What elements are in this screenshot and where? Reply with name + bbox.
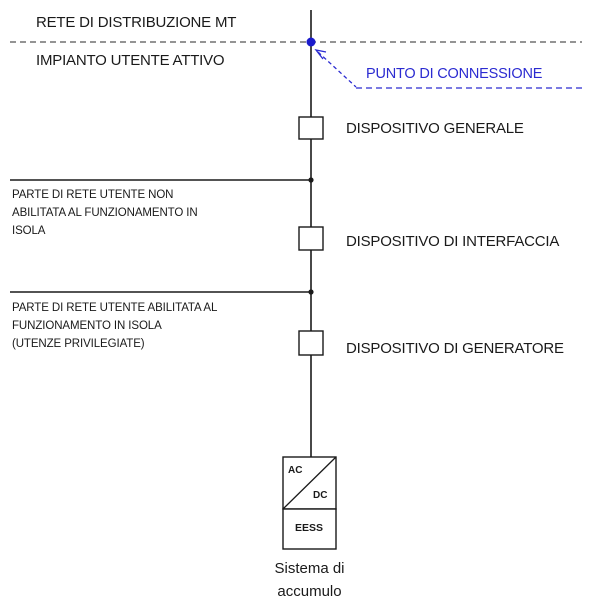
branch-junction-island <box>308 289 314 295</box>
branch-junction-non-island <box>308 177 314 183</box>
connection-arrow-head <box>314 49 327 60</box>
non-island-branch-line: ABILITATA AL FUNZIONAMENTO IN <box>12 207 198 219</box>
generator-device-box <box>298 330 324 356</box>
mt-network-label: RETE DI DISTRIBUZIONE MT <box>36 14 237 31</box>
storage-caption: Sistema di accumulo <box>251 557 368 603</box>
connection-point-label: PUNTO DI CONNESSIONE <box>366 66 543 82</box>
non-island-branch-line: ISOLA <box>12 225 46 237</box>
general-device-label: DISPOSITIVO GENERALE <box>346 120 524 137</box>
user-plant-label: IMPIANTO UTENTE ATTIVO <box>36 52 225 69</box>
island-branch-line: FUNZIONAMENTO IN ISOLA <box>12 320 162 332</box>
converter-dc-label: DC <box>313 490 328 501</box>
non-island-branch-line: PARTE DI RETE UTENTE NON <box>12 189 174 201</box>
converter-diagonal <box>282 456 337 510</box>
connection-point-dot <box>306 37 316 47</box>
eess-label: EESS <box>295 522 324 534</box>
non-island-branch-label: PARTE DI RETE UTENTE NON ABILITATA AL FU… <box>12 186 198 240</box>
connection-pointer-line <box>317 51 357 88</box>
eess-box <box>282 508 337 550</box>
interface-device-box <box>298 226 324 251</box>
converter-ac-label: AC <box>288 465 303 476</box>
storage-caption-line: Sistema di <box>274 560 345 577</box>
island-branch-label: PARTE DI RETE UTENTE ABILITATA AL FUNZIO… <box>12 299 217 353</box>
island-branch-line: (UTENZE PRIVILEGIATE) <box>12 338 145 350</box>
storage-caption-line: accumulo <box>277 583 342 600</box>
generator-device-label: DISPOSITIVO DI GENERATORE <box>346 340 564 357</box>
island-branch-line: PARTE DI RETE UTENTE ABILITATA AL <box>12 302 218 314</box>
general-device-box <box>298 116 324 140</box>
interface-device-label: DISPOSITIVO DI INTERFACCIA <box>346 233 560 250</box>
